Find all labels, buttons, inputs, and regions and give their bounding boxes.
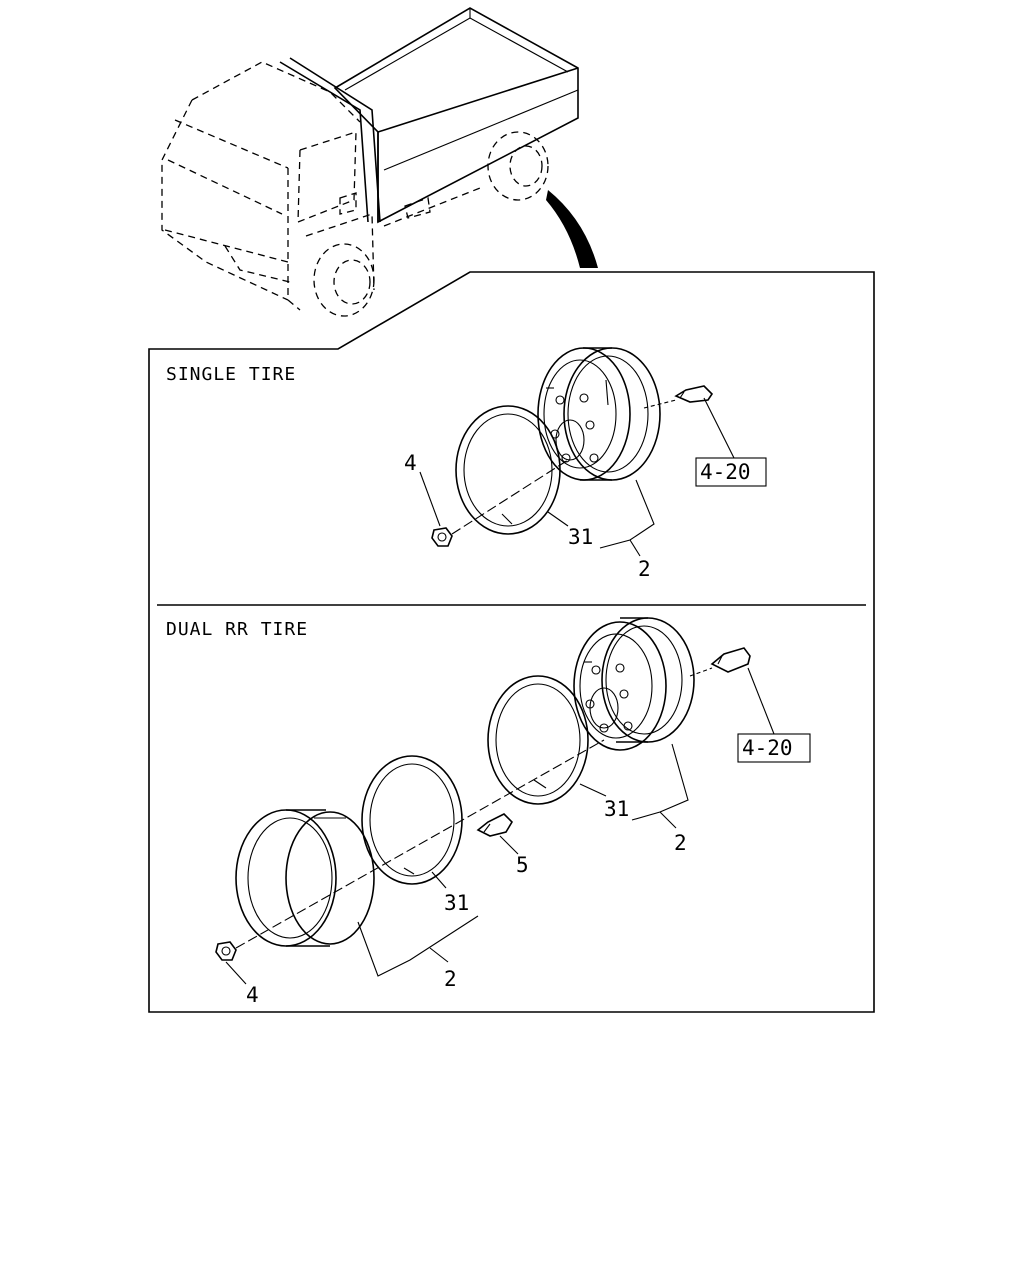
dual-ref-box: 4-20 [742,736,793,760]
single-assembly-callout: 2 [638,557,651,581]
dual-inner-valve-ring [487,675,589,805]
single-wheel-rim [537,347,661,481]
single-tire-title: SINGLE TIRE [166,364,296,385]
single-wheel-nut [431,459,569,547]
dual-inner-assembly-callout: 2 [674,831,687,855]
dual-inner-ring-callout: 31 [604,797,629,821]
dual-outer-assembly-callout: 2 [444,967,457,991]
dual-stud-callout: 5 [516,853,529,877]
single-stud-bolt [643,385,714,409]
dual-nut-callout: 4 [246,983,259,1007]
dual-inner-stud [476,813,514,837]
single-ring-callout: 31 [568,525,593,549]
dual-tire-title: DUAL RR TIRE [166,619,308,640]
dual-wheel-nut [215,739,605,961]
dual-outer-ring-callout: 31 [444,891,469,915]
single-nut-callout: 4 [404,451,417,475]
diagram-frame [148,271,875,1013]
truck-illustration [161,7,598,317]
dual-outer-valve-ring [361,755,463,885]
single-ref-box: 4-20 [700,460,751,484]
dual-outer-wheel-rim [235,809,375,947]
dual-stud-bolt [689,647,751,677]
single-valve-ring [455,405,561,535]
dual-inner-wheel-rim [573,617,695,751]
